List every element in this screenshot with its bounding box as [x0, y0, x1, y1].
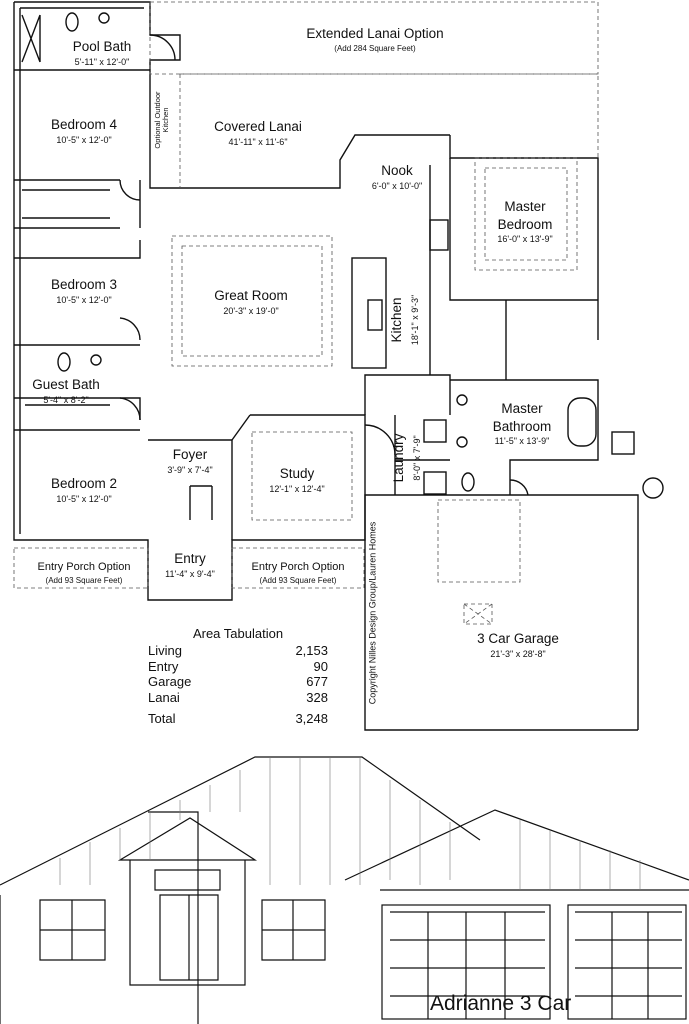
- room-covered-lanai: Covered Lanai 41'-11" x 11'-6": [214, 118, 302, 147]
- room-dimensions: 5'-4" x 8'-2": [43, 394, 89, 405]
- room-note: (Add 93 Square Feet): [45, 575, 123, 585]
- room-name: Entry Porch Option: [37, 561, 131, 573]
- area-total-row: Total 3,248: [148, 711, 328, 727]
- area-tabulation: Area Tabulation Living 2,153 Entry 90 Ga…: [148, 626, 328, 727]
- copyright-notice: Copyright Nilles Design Group/Lauren Hom…: [367, 521, 378, 705]
- room-entry-porch-right: Entry Porch Option (Add 93 Square Feet): [252, 557, 345, 585]
- room-dimensions: 21'-3" x 28'-8": [490, 648, 546, 659]
- room-name: 3 Car Garage: [477, 631, 559, 646]
- room-name: Bedroom 3: [50, 277, 118, 292]
- room-dimensions: 6'-0" x 10'-0": [371, 180, 423, 191]
- room-name-line-1: Master: [504, 199, 546, 214]
- room-dimensions: 8'-0" x 7'-9": [412, 435, 422, 481]
- room-extended-lanai: Extended Lanai Option (Add 284 Square Fe…: [306, 25, 443, 53]
- room-dimensions: 5'-11" x 12'-0": [74, 56, 130, 67]
- room-name: Bedroom 2: [50, 476, 118, 491]
- area-label: Lanai: [148, 689, 180, 705]
- room-entry: Entry 11'-4" x 9'-4": [165, 550, 215, 579]
- area-label: Entry: [148, 658, 179, 674]
- room-dimensions: 18'-1" x 9'-3": [410, 294, 420, 346]
- room-name-line-2: Bathroom: [492, 418, 552, 434]
- room-name-line-1: Master: [501, 401, 543, 416]
- room-name: Nook: [381, 163, 413, 178]
- area-row: Garage 677: [148, 674, 328, 690]
- room-name: Great Room: [214, 288, 288, 303]
- room-bedroom-2: Bedroom 2 10'-5" x 12'-0": [51, 475, 117, 504]
- room-guest-bath: Guest Bath 5'-4" x 8'-2": [32, 376, 100, 405]
- room-master-bedroom: Master Bedroom 16'-0" x 13'-9": [497, 198, 552, 245]
- room-name: Entry: [174, 551, 206, 566]
- room-dimensions: 10'-5" x 12'-0": [56, 294, 112, 305]
- room-name: Kitchen: [389, 297, 405, 343]
- room-foyer: Foyer 3'-9" x 7'-4": [167, 446, 212, 475]
- room-entry-porch-left: Entry Porch Option (Add 93 Square Feet): [38, 557, 131, 585]
- room-name: Covered Lanai: [214, 119, 302, 134]
- room-name: Laundry: [391, 433, 407, 483]
- room-study: Study 12'-1" x 12'-4": [269, 465, 324, 494]
- area-label: Garage: [148, 674, 192, 689]
- room-name: Guest Bath: [32, 377, 100, 392]
- area-tabulation-title: Area Tabulation: [192, 626, 284, 641]
- room-note: (Add 93 Square Feet): [259, 575, 337, 585]
- room-dimensions: 20'-3" x 19'-0": [223, 305, 279, 316]
- area-row: Lanai 328: [148, 690, 328, 706]
- room-name: Study: [279, 466, 315, 481]
- room-name-line-2: Bedroom: [497, 216, 553, 232]
- room-dimensions: 41'-11" x 11'-6": [228, 136, 288, 147]
- room-great-room: Great Room 20'-3" x 19'-0": [214, 287, 288, 316]
- room-dimensions: 11'-4" x 9'-4": [165, 568, 215, 579]
- optional-outdoor-kitchen-label: Optional Outdoor Kitchen: [153, 91, 170, 148]
- area-total-value: 3,248: [295, 711, 328, 726]
- room-name: Pool Bath: [72, 39, 132, 54]
- room-laundry: Laundry 8'-0" x 7'-9": [391, 434, 425, 483]
- area-label: Living: [148, 643, 182, 658]
- room-name: Entry Porch Option: [251, 561, 345, 573]
- room-dimensions: 3'-9" x 7'-4": [167, 464, 213, 475]
- area-row: Living 2,153: [148, 643, 328, 659]
- area-value: 677: [306, 674, 328, 689]
- plan-name: Adrianne 3 Car: [430, 992, 572, 1015]
- room-kitchen: Kitchen 18'-1" x 9'-3": [389, 295, 423, 345]
- room-dimensions: 10'-5" x 12'-0": [56, 493, 112, 504]
- room-name: Foyer: [172, 447, 208, 462]
- area-row: Entry 90: [148, 659, 328, 675]
- room-master-bathroom: Master Bathroom 11'-5" x 13'-9": [493, 400, 552, 447]
- room-dimensions: 12'-1" x 12'-4": [269, 483, 325, 494]
- room-name: Bedroom 4: [50, 117, 118, 132]
- room-bedroom-3: Bedroom 3 10'-5" x 12'-0": [51, 276, 117, 305]
- room-dimensions: 10'-5" x 12'-0": [56, 134, 112, 145]
- room-dimensions: 16'-0" x 13'-9": [497, 234, 553, 245]
- room-name: Extended Lanai Option: [306, 26, 444, 41]
- label-line-2: Kitchen: [161, 107, 170, 133]
- area-value: 90: [313, 658, 328, 674]
- room-3-car-garage: 3 Car Garage 21'-3" x 28'-8": [477, 630, 559, 659]
- area-value: 328: [306, 689, 328, 705]
- area-total-label: Total: [148, 711, 176, 726]
- room-dimensions: 11'-5" x 13'-9": [494, 436, 550, 447]
- room-nook: Nook 6'-0" x 10'-0": [372, 162, 422, 191]
- area-value: 2,153: [295, 643, 328, 658]
- room-pool-bath: Pool Bath 5'-11" x 12'-0": [73, 38, 132, 67]
- room-note: (Add 284 Square Feet): [334, 43, 416, 53]
- room-bedroom-4: Bedroom 4 10'-5" x 12'-0": [51, 116, 117, 145]
